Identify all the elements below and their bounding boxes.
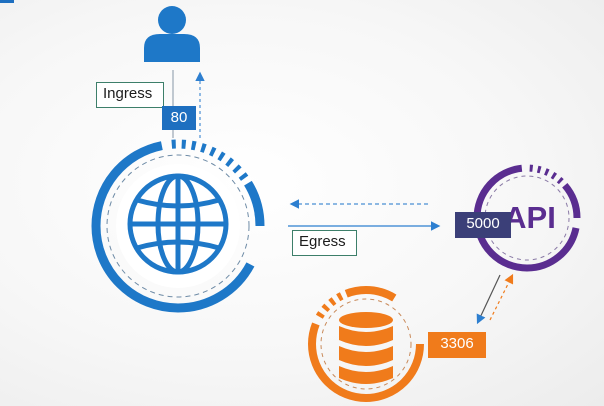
port-5000-badge: 5000 (455, 212, 511, 238)
web-server-node (91, 139, 265, 313)
database-icon (339, 312, 393, 384)
ingress-label: Ingress (96, 82, 164, 108)
database-node (308, 286, 424, 402)
user-icon (144, 6, 200, 62)
port-80-badge: 80 (162, 106, 196, 130)
port-3306-badge: 3306 (428, 332, 486, 358)
api-label: API (504, 200, 556, 235)
globe-icon (127, 173, 229, 275)
db-connector (476, 273, 514, 325)
egress-connector (288, 199, 441, 231)
corner-mark (0, 0, 14, 3)
egress-label: Egress (292, 230, 357, 256)
